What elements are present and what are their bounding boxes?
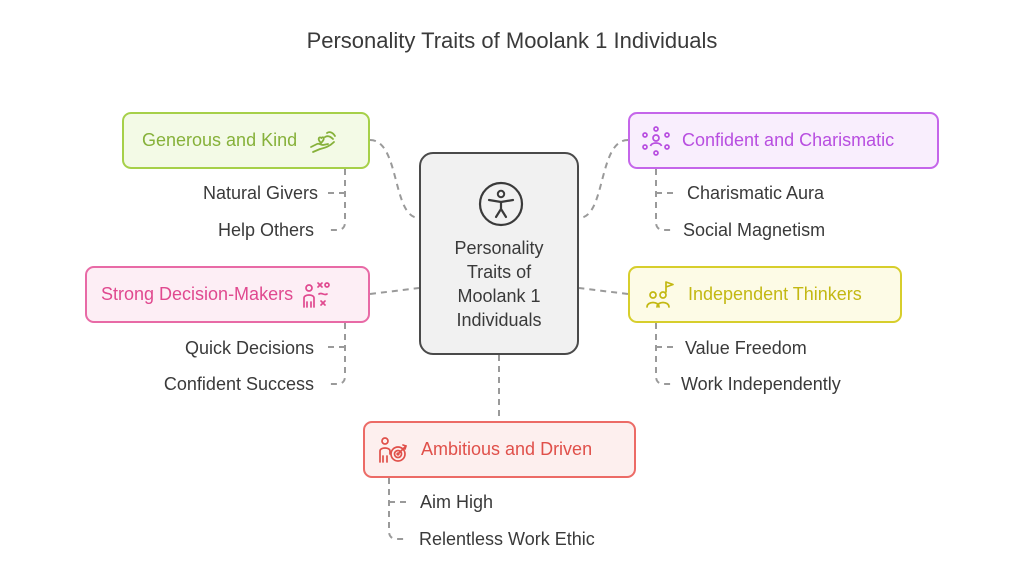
trait-item-confident-2: Social Magnetism [683,220,826,240]
trait-label-generous: Generous and Kind [142,130,298,150]
center-line: Individuals [456,310,542,330]
accessibility-person-icon [478,181,524,227]
trait-item-ambitious-1: Aim High [420,492,494,512]
center-node: Personality Traits of Moolank 1 Individu… [419,152,579,355]
center-label: Personality Traits of Moolank 1 Individu… [421,236,577,332]
heart-hand-icon [310,130,337,153]
trait-label-confident: Confident and Charismatic [682,130,895,150]
diagram-title: Personality Traits of Moolank 1 Individu… [306,28,718,53]
trait-item-generous-2: Help Others [217,220,314,240]
trait-item-decision-2: Confident Success [163,374,314,394]
connector-generous-items [328,169,346,231]
trait-item-confident-1: Charismatic Aura [687,183,825,203]
trait-node-ambitious: Ambitious and Driven [363,421,636,478]
connector-generous [369,139,420,219]
trait-label-decision: Strong Decision-Makers [101,284,294,304]
trait-node-generous: Generous and Kind [122,112,370,169]
trait-node-decision: Strong Decision-Makers [85,266,370,323]
person-target-icon [379,436,408,463]
connector-confident [578,139,629,219]
trait-label-ambitious: Ambitious and Driven [421,439,593,459]
connector-independent-items [655,323,672,385]
center-line: Moolank 1 [457,286,541,306]
social-network-icon [642,125,670,156]
trait-node-confident: Confident and Charismatic [628,112,939,169]
connector-independent [578,287,629,295]
trait-item-independent-1: Value Freedom [685,338,807,358]
trait-item-generous-1: Natural Givers [202,183,318,203]
trait-node-independent: Independent Thinkers [628,266,902,323]
connector-decision [369,287,420,295]
decision-strategy-icon [303,281,330,308]
connector-ambitious-items [388,478,406,540]
center-line: Personality [454,238,544,258]
connector-confident-items [655,169,672,231]
center-line: Traits of [466,262,532,282]
connector-decision-items [328,323,346,385]
trait-item-independent-2: Work Independently [681,374,841,394]
trait-item-ambitious-2: Relentless Work Ethic [419,529,595,549]
trait-label-independent: Independent Thinkers [688,284,862,304]
team-flag-icon [646,280,674,308]
trait-item-decision-1: Quick Decisions [184,338,314,358]
